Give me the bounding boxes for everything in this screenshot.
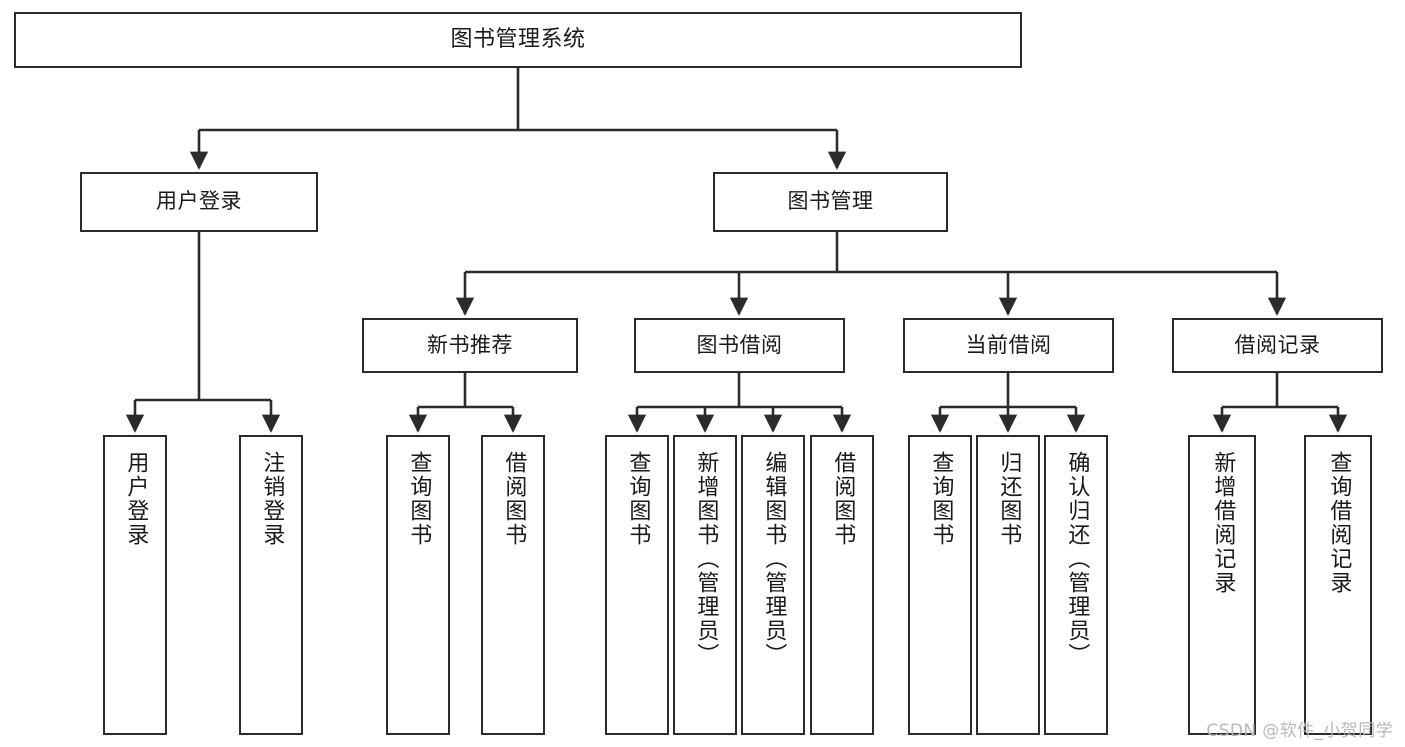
node-user-login[interactable]: 用户登录 xyxy=(80,172,318,232)
node-label: 注销登录 xyxy=(259,451,285,547)
leaf-current-borrow-confirm-return-admin[interactable]: 确认归还（管理员） xyxy=(1044,435,1108,735)
node-label: 查询图书 xyxy=(625,451,651,547)
node-new-book-recommend[interactable]: 新书推荐 xyxy=(362,318,578,373)
node-root-book-management-system[interactable]: 图书管理系统 xyxy=(14,12,1022,68)
leaf-borrow-record-query-record[interactable]: 查询借阅记录 xyxy=(1304,435,1372,735)
node-label: 图书管理系统 xyxy=(450,26,586,52)
leaf-book-borrow-add-book-admin[interactable]: 新增图书（管理员） xyxy=(673,435,737,735)
node-label: 新增借阅记录 xyxy=(1210,451,1236,595)
node-current-borrow[interactable]: 当前借阅 xyxy=(903,318,1114,373)
node-label: 当前借阅 xyxy=(965,332,1052,357)
node-label: 新增图书（管理员） xyxy=(693,451,719,667)
leaf-user-login-logout[interactable]: 注销登录 xyxy=(239,435,303,735)
node-label: 用户登录 xyxy=(123,451,149,547)
node-label: 借阅记录 xyxy=(1234,332,1321,357)
leaf-book-borrow-query-book[interactable]: 查询图书 xyxy=(605,435,669,735)
leaf-new-book-query-book[interactable]: 查询图书 xyxy=(386,435,450,735)
node-label: 借阅图书 xyxy=(830,451,856,547)
node-label: 图书借阅 xyxy=(696,332,783,357)
leaf-current-borrow-query-book[interactable]: 查询图书 xyxy=(908,435,972,735)
node-label: 查询图书 xyxy=(928,451,954,547)
node-label: 查询图书 xyxy=(406,451,432,547)
node-label: 用户登录 xyxy=(156,189,242,214)
node-label: 归还图书 xyxy=(996,451,1022,547)
leaf-book-borrow-borrow-book[interactable]: 借阅图书 xyxy=(810,435,874,735)
leaf-new-book-borrow-book[interactable]: 借阅图书 xyxy=(481,435,545,735)
leaf-user-login-login[interactable]: 用户登录 xyxy=(103,435,167,735)
leaf-book-borrow-edit-book-admin[interactable]: 编辑图书（管理员） xyxy=(741,435,805,735)
leaf-borrow-record-add-record[interactable]: 新增借阅记录 xyxy=(1188,435,1256,735)
node-book-borrow[interactable]: 图书借阅 xyxy=(634,318,845,373)
node-label: 新书推荐 xyxy=(427,332,513,357)
node-label: 查询借阅记录 xyxy=(1326,451,1352,595)
node-book-management[interactable]: 图书管理 xyxy=(713,172,948,232)
node-borrow-record[interactable]: 借阅记录 xyxy=(1172,318,1383,373)
leaf-current-borrow-return-book[interactable]: 归还图书 xyxy=(976,435,1040,735)
node-label: 借阅图书 xyxy=(501,451,527,547)
node-label: 编辑图书（管理员） xyxy=(761,451,787,667)
node-label: 确认归还（管理员） xyxy=(1064,451,1090,667)
node-label: 图书管理 xyxy=(787,189,874,214)
